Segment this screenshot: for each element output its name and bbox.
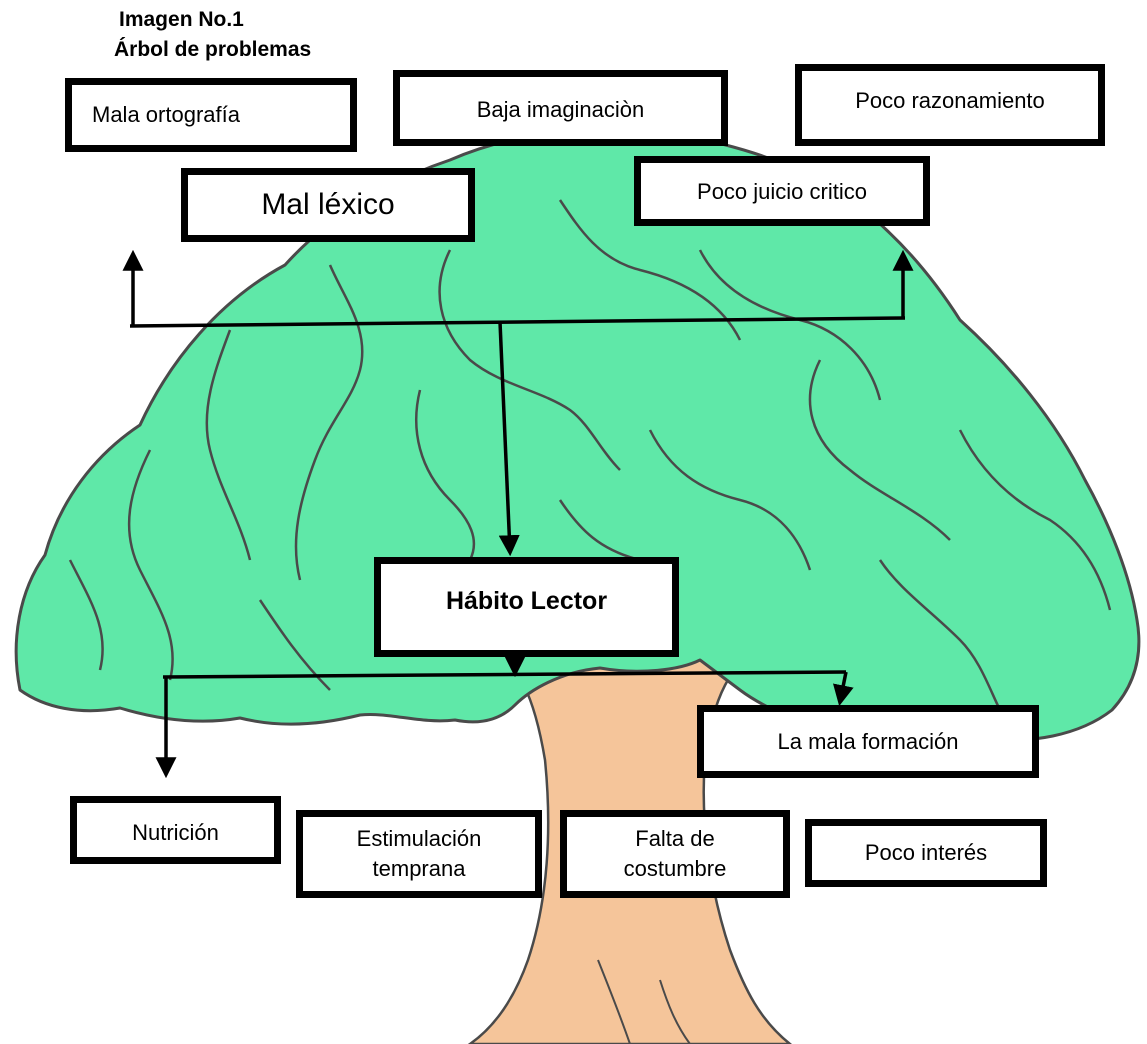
label-poco-interes: Poco interés	[864, 840, 988, 865]
tree-foliage	[14, 128, 1141, 746]
label-la-mala-formacion: La mala formación	[777, 728, 959, 754]
box-poco-juicio-critico: Poco juicio critico	[634, 156, 930, 226]
foliage-detail-line	[438, 249, 621, 471]
foliage-detail-line	[294, 264, 364, 581]
box-mal-lexico: Mal léxico	[181, 168, 475, 242]
arrow-to-la-mala-formacion	[832, 671, 854, 707]
figure-number: Imagen No.1	[119, 8, 244, 31]
label-baja-imaginacion: Baja imaginaciòn	[476, 97, 645, 122]
label-estimulacion-line1: Estimulación	[356, 826, 482, 851]
box-baja-imaginacion: Baja imaginaciòn	[393, 70, 728, 146]
trunk-root-line	[597, 959, 631, 1044]
label-poco-juicio-critico: Poco juicio critico	[697, 179, 867, 204]
foliage-detail-line	[958, 429, 1112, 611]
foliage-detail-line	[648, 429, 812, 571]
label-nutricion: Nutrición	[132, 820, 219, 845]
box-nutricion: Nutrición	[70, 796, 281, 864]
box-poco-razonamiento: Poco razonamiento	[795, 64, 1105, 146]
box-la-mala-formacion: La mala formación	[697, 705, 1039, 778]
label-falta-line1: Falta de	[635, 826, 715, 851]
foliage-detail-line	[68, 559, 104, 671]
label-poco-razonamiento: Poco razonamiento	[855, 88, 1045, 113]
box-mala-ortografia: Mala ortografía	[65, 78, 357, 152]
foliage-detail-line	[808, 359, 951, 541]
box-habito-lector: Hábito Lector	[374, 557, 679, 657]
foliage-detail-line	[558, 499, 641, 562]
foliage-detail-line	[415, 389, 476, 561]
trunk-root-line	[659, 979, 691, 1044]
box-falta-de-costumbre: Falta de costumbre	[560, 810, 790, 898]
foliage-detail-line	[205, 329, 252, 561]
causes-horizontal-connector	[162, 670, 847, 679]
foliage-detail-line	[558, 199, 742, 341]
foliage-detail-line	[878, 559, 1002, 711]
foliage-detail-line	[258, 599, 331, 691]
label-falta-line2: costumbre	[623, 856, 727, 881]
effects-horizontal-connector	[129, 316, 906, 328]
box-poco-interes: Poco interés	[805, 819, 1047, 887]
arrow-to-habito-lector	[498, 321, 520, 557]
figure-title: Árbol de problemas	[114, 38, 312, 61]
label-mal-lexico: Mal léxico	[261, 188, 395, 221]
box-estimulacion-temprana: Estimulación temprana	[296, 810, 542, 898]
label-estimulacion-line2: temprana	[372, 856, 466, 881]
label-habito-lector: Hábito Lector	[445, 587, 608, 615]
label-mala-ortografia: Mala ortografía	[92, 102, 240, 127]
foliage-detail-line	[127, 449, 174, 681]
